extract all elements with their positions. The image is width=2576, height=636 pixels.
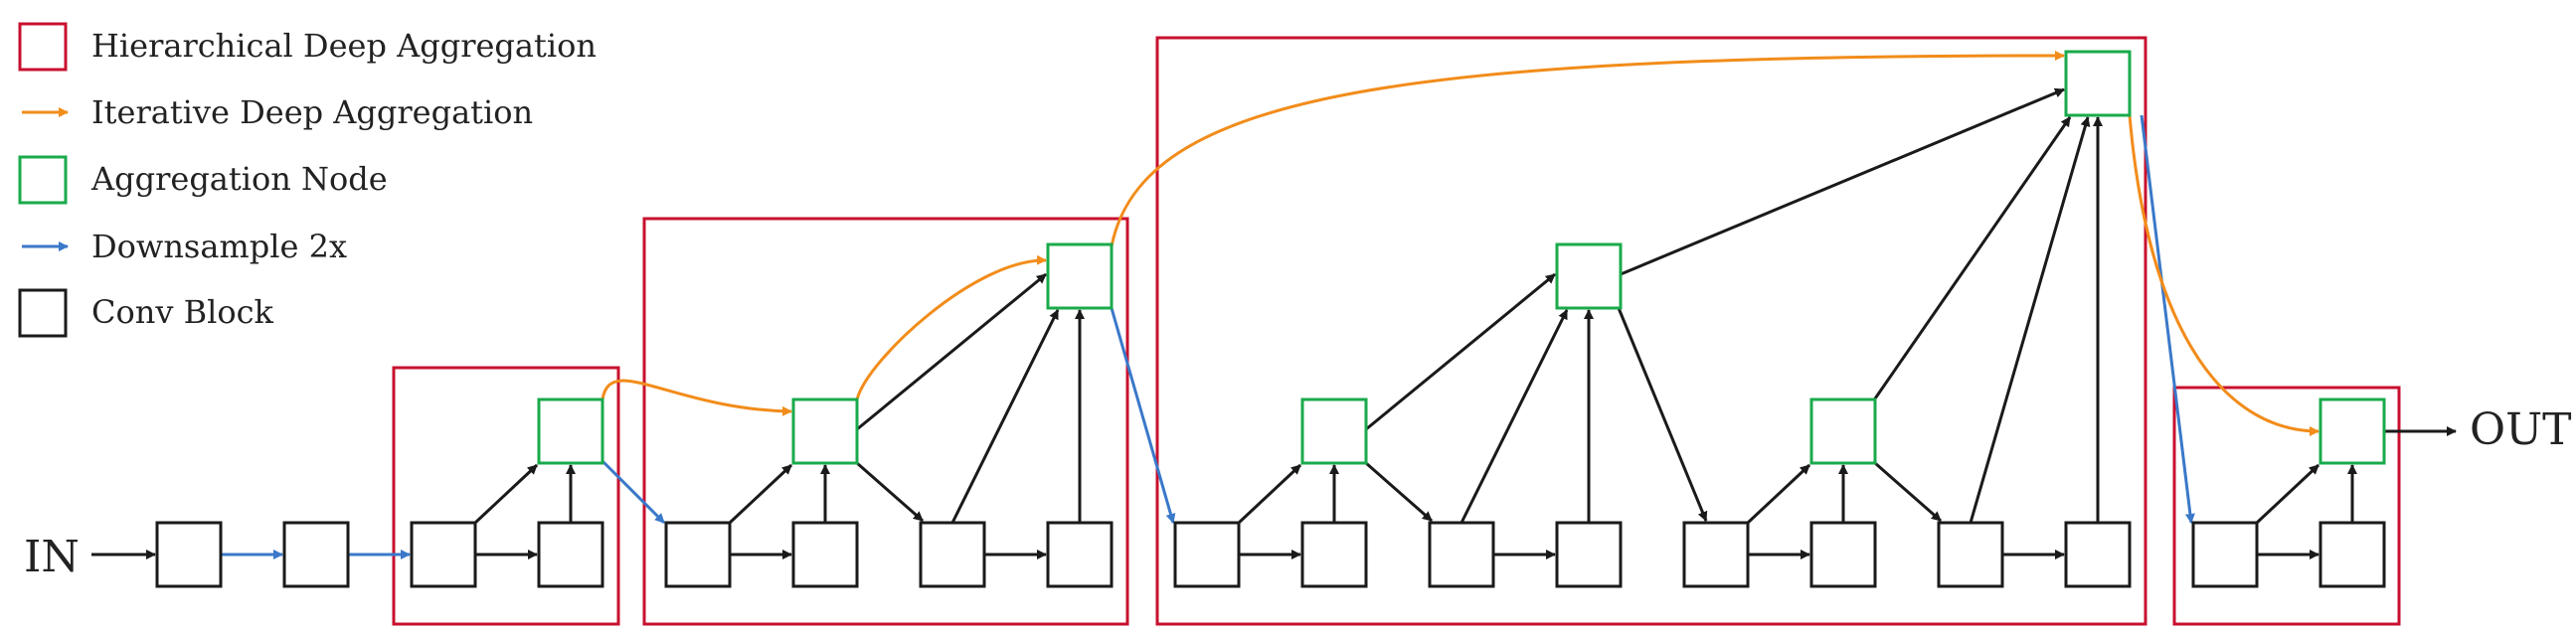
conv-block-c1 [282, 521, 350, 588]
legend-hda-box-icon [18, 22, 68, 72]
legend-hda-label: Hierarchical Deep Aggregation [91, 27, 597, 65]
conv-block-c6 [919, 521, 986, 588]
conv-block-c11 [1555, 521, 1623, 588]
edge-a3-to-c8 [1110, 307, 1176, 524]
legend-agg-box-icon [18, 155, 68, 205]
edge-a6-to-a7 [1871, 116, 2072, 402]
aggregation-node-a5 [1555, 242, 1623, 310]
conv-block-c12 [1682, 521, 1750, 588]
conv-block-c16 [2191, 521, 2259, 588]
aggregation-node-a6 [1809, 398, 1877, 465]
conv-block-c4 [664, 521, 732, 588]
legend: Hierarchical Deep Aggregation Iterative … [18, 22, 597, 338]
conv-block-c14 [1937, 521, 2004, 588]
legend-ida-label: Iterative Deep Aggregation [91, 93, 533, 131]
edge-a4-to-a5 [1365, 272, 1556, 431]
edge-a7-to-a8 [2128, 114, 2319, 436]
output-label: OUT [2470, 404, 2572, 455]
conv-block-c0 [155, 521, 223, 588]
hda-group-2 [642, 217, 1129, 626]
edge-c12-to-a6 [1746, 463, 1811, 525]
legend-item-conv: Conv Block [18, 288, 274, 338]
edge-a1-to-c4 [601, 459, 666, 525]
nodes [155, 50, 2386, 588]
edge-c16-to-a8 [2255, 463, 2320, 525]
edge-c4-to-a2 [728, 463, 793, 525]
conv-block-c5 [791, 521, 859, 588]
aggregation-node-a8 [2318, 398, 2386, 465]
aggregation-node-a1 [537, 398, 604, 465]
aggregation-node-a4 [1300, 398, 1368, 465]
edge-a2-to-a3 [856, 272, 1047, 431]
conv-block-c15 [2064, 521, 2132, 588]
edge-a2-to-a3 [855, 254, 1047, 400]
edges [91, 51, 2457, 559]
edge-a5-to-c12 [1617, 307, 1708, 522]
edge-c6-to-a3 [950, 309, 1060, 524]
edge-c2-to-a1 [473, 463, 539, 525]
edge-a1-to-a2 [601, 379, 792, 416]
legend-item-ida: Iterative Deep Aggregation [22, 93, 533, 131]
conv-block-c2 [410, 521, 477, 588]
hda-group-1 [392, 366, 620, 626]
input-label: IN [24, 532, 80, 582]
legend-item-hda: Hierarchical Deep Aggregation [18, 22, 597, 72]
edge-a4-to-c10 [1365, 461, 1433, 523]
conv-block-c13 [1809, 521, 1877, 588]
edge-a5-to-a7 [1620, 87, 2065, 276]
conv-block-c8 [1173, 521, 1241, 588]
conv-block-c9 [1300, 521, 1368, 588]
conv-block-c17 [2318, 521, 2386, 588]
edge-a3-to-a7 [1110, 51, 2065, 247]
legend-item-down: Downsample 2x [22, 228, 347, 265]
edge-c8-to-a4 [1237, 463, 1302, 525]
legend-down-label: Downsample 2x [91, 228, 347, 265]
conv-block-c3 [537, 521, 604, 588]
edge-a7-to-c16 [2140, 114, 2195, 524]
legend-conv-box-icon [18, 288, 68, 338]
hda-group-3 [1155, 36, 2147, 626]
legend-conv-label: Conv Block [91, 293, 274, 331]
edge-a6-to-c14 [1874, 461, 1942, 523]
aggregation-node-a2 [791, 398, 859, 465]
legend-agg-label: Aggregation Node [90, 160, 388, 198]
conv-block-c10 [1428, 521, 1495, 588]
conv-block-c7 [1046, 521, 1114, 588]
edge-a2-to-c6 [856, 461, 924, 523]
legend-item-agg: Aggregation Node [18, 155, 388, 205]
aggregation-node-a7 [2064, 50, 2132, 117]
hda-groups [392, 36, 2401, 626]
hda-group-4 [2172, 386, 2401, 626]
aggregation-node-a3 [1046, 242, 1114, 310]
edge-c14-to-a7 [1969, 116, 2091, 524]
edge-c10-to-a5 [1460, 309, 1569, 524]
